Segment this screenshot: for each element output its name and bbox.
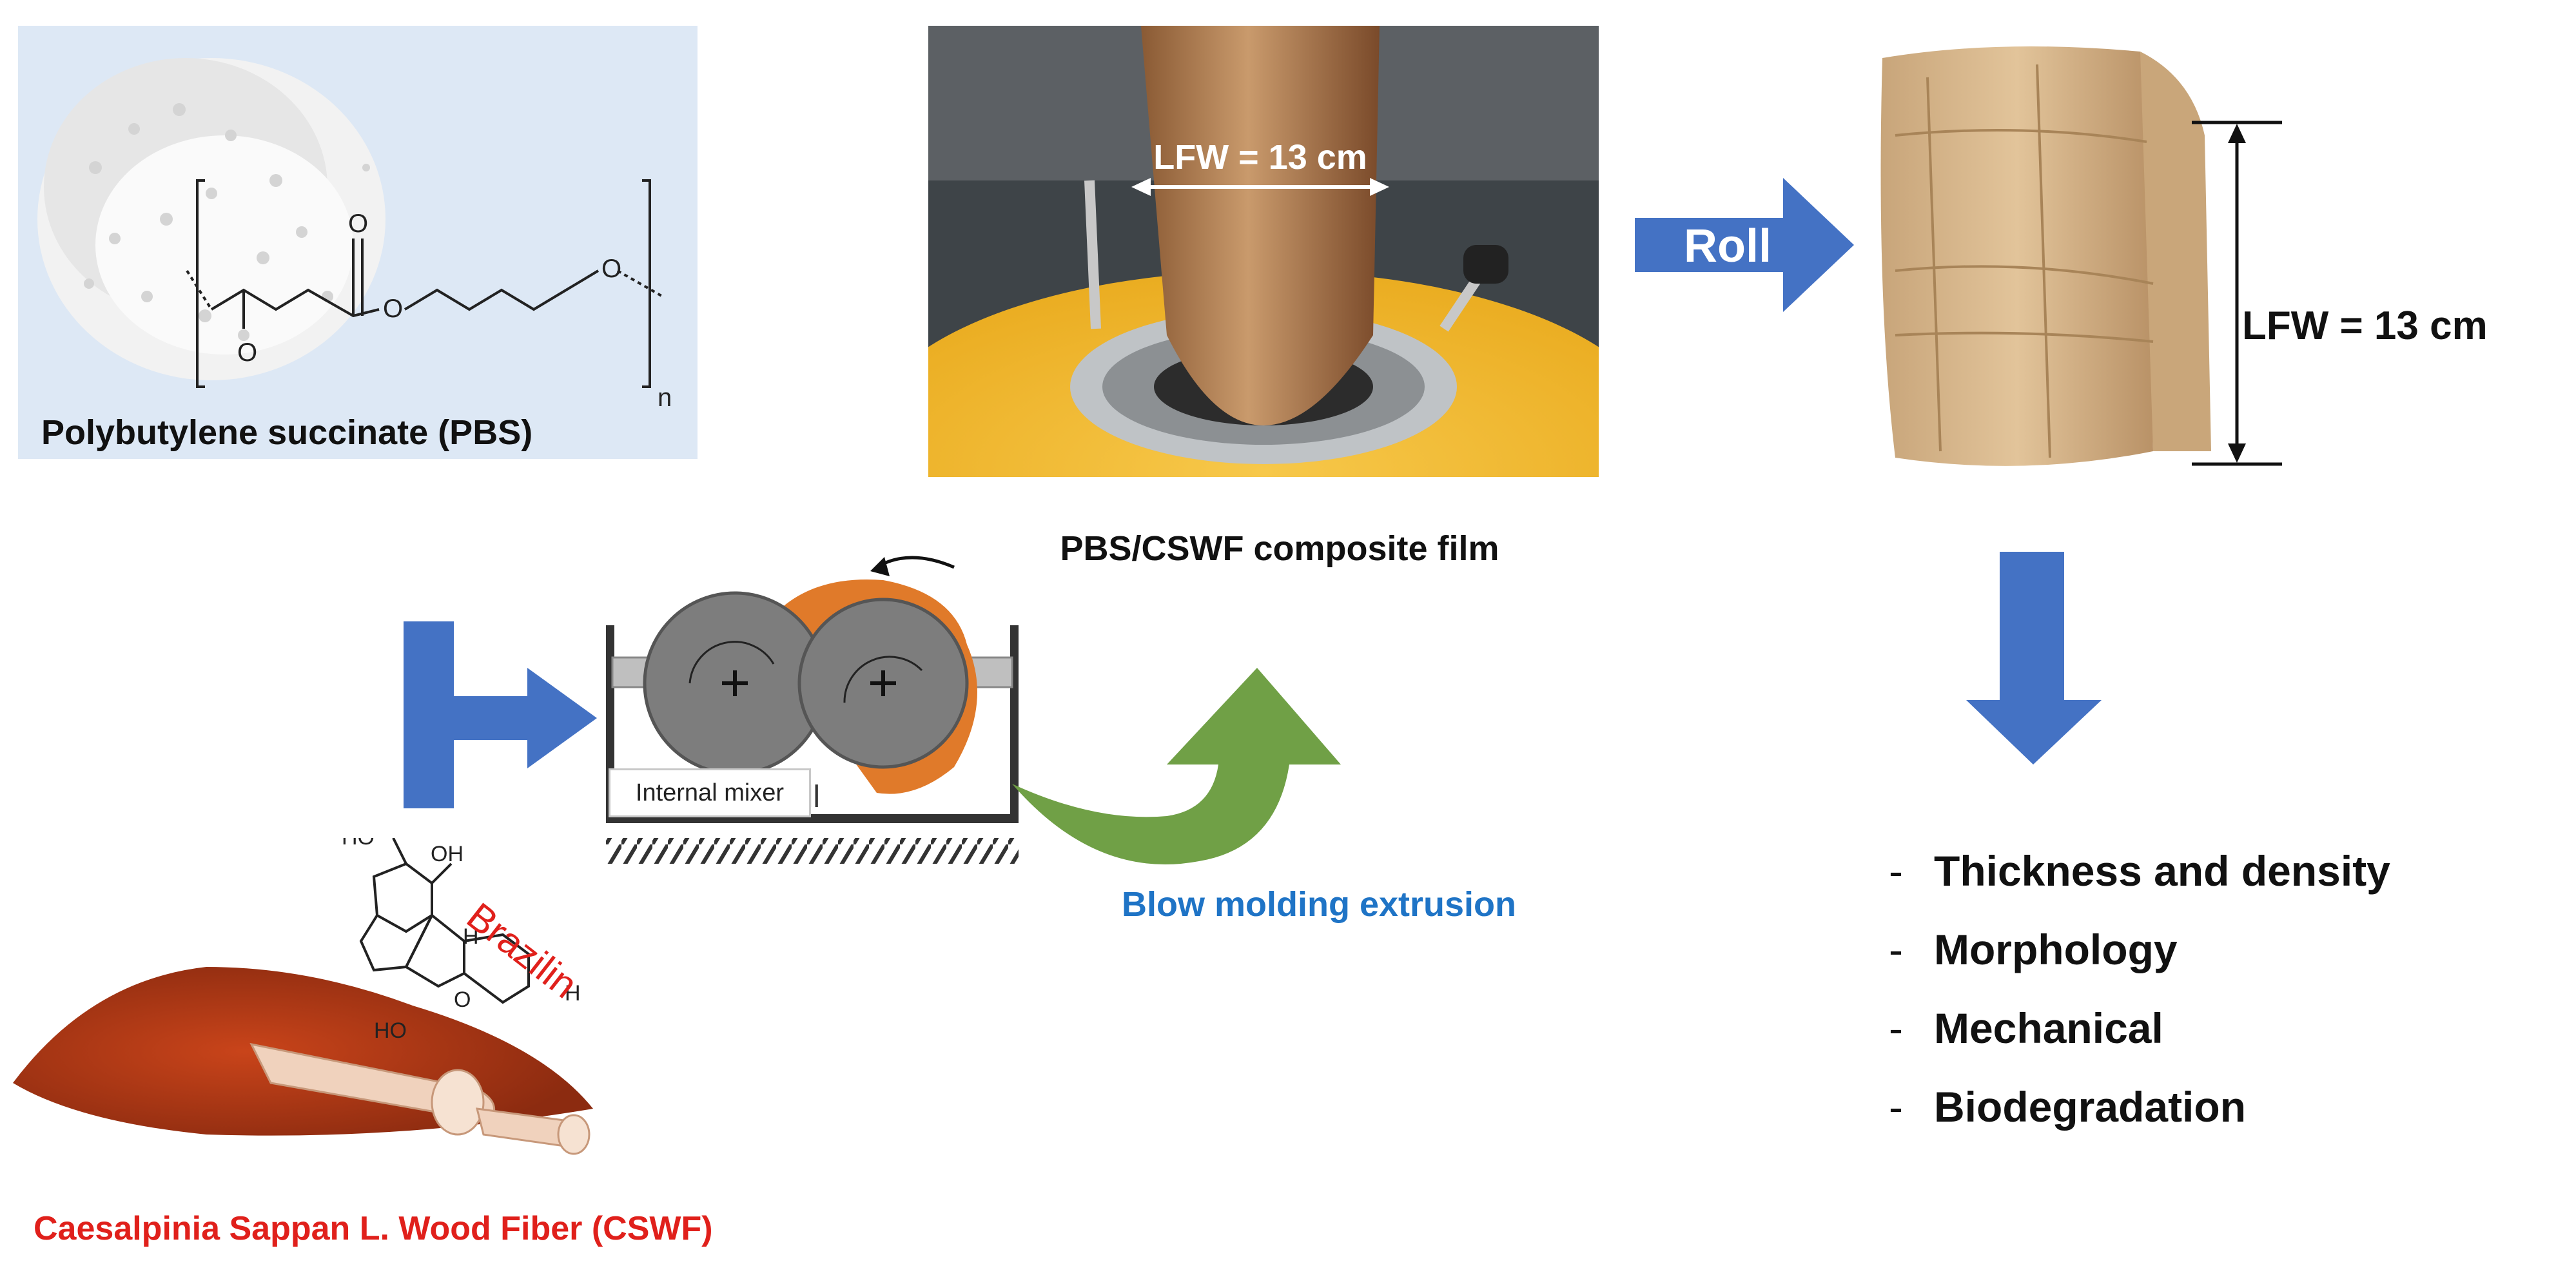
down-arrow [1966,552,2102,764]
blow-molding-caption: Blow molding extrusion [1122,885,1517,924]
property-biodegradation: Biodegradation [1934,1083,2247,1131]
mixer-base [606,838,1019,864]
list-item: -Mechanical [1889,989,2390,1067]
film-caption: PBS/CSWF composite film [1060,529,1499,568]
cswf-caption: Caesalpinia Sappan L. Wood Fiber (CSWF) [34,1210,713,1247]
brazilin-ho-label-1: HO [342,838,375,850]
internal-mixer-diagram: ill [605,535,1019,883]
roll-arrow [1635,178,1854,312]
brazilin-o-label: O [454,988,471,1012]
wood-fiber-pile [13,967,593,1136]
cswf-illustration: HO OH HO H O H Brazilin [13,838,593,1155]
brazilin-oh-label-1: OH [431,842,463,866]
blow-molding-arrow [1012,668,1341,864]
list-bullet: - [1889,1083,1903,1131]
pbs-o-label-4: O [601,255,621,283]
film-photo: LFW = 13 cm [864,26,1663,606]
pbs-subscript-n: n [658,384,672,412]
cswf-to-mixer-arrow [404,621,597,808]
film-roll-photo [1869,39,2359,477]
brazilin-h-label: H [463,924,479,949]
roll-width-label: LFW = 13 cm [2242,304,2488,348]
roll-arrow-label: Roll [1684,220,1771,272]
list-bullet: - [1889,847,1903,895]
brazilin-ho-label-2: HO [374,1018,407,1043]
pbs-illustration: O O O O n [37,58,672,412]
property-mechanical: Mechanical [1934,1004,2163,1052]
pbs-structure [186,179,663,388]
rotation-arrow [875,556,955,569]
internal-mixer-label: Internal mixer [609,768,811,817]
pbs-panel: O O O O n [18,26,698,459]
list-item: -Thickness and density [1889,832,2390,910]
brazilin-structure [359,838,530,1004]
pbs-o-label-3: O [383,295,403,323]
properties-list: -Thickness and density -Morphology -Mech… [1889,832,2390,1146]
brazilin-h-label-2: H [565,981,581,1006]
pbs-o-label-2: O [348,209,368,238]
property-morphology: Morphology [1934,926,2178,973]
film-width-label: LFW = 13 cm [1153,138,1367,177]
pbs-o-label-1: O [237,338,257,367]
property-thickness: Thickness and density [1934,847,2390,895]
list-bullet: - [1889,926,1903,973]
list-bullet: - [1889,1004,1903,1052]
pbs-caption: Polybutylene succinate (PBS) [41,413,533,452]
list-item: -Morphology [1889,910,2390,989]
pbs-pellets-image [37,58,385,380]
list-item: -Biodegradation [1889,1067,2390,1146]
